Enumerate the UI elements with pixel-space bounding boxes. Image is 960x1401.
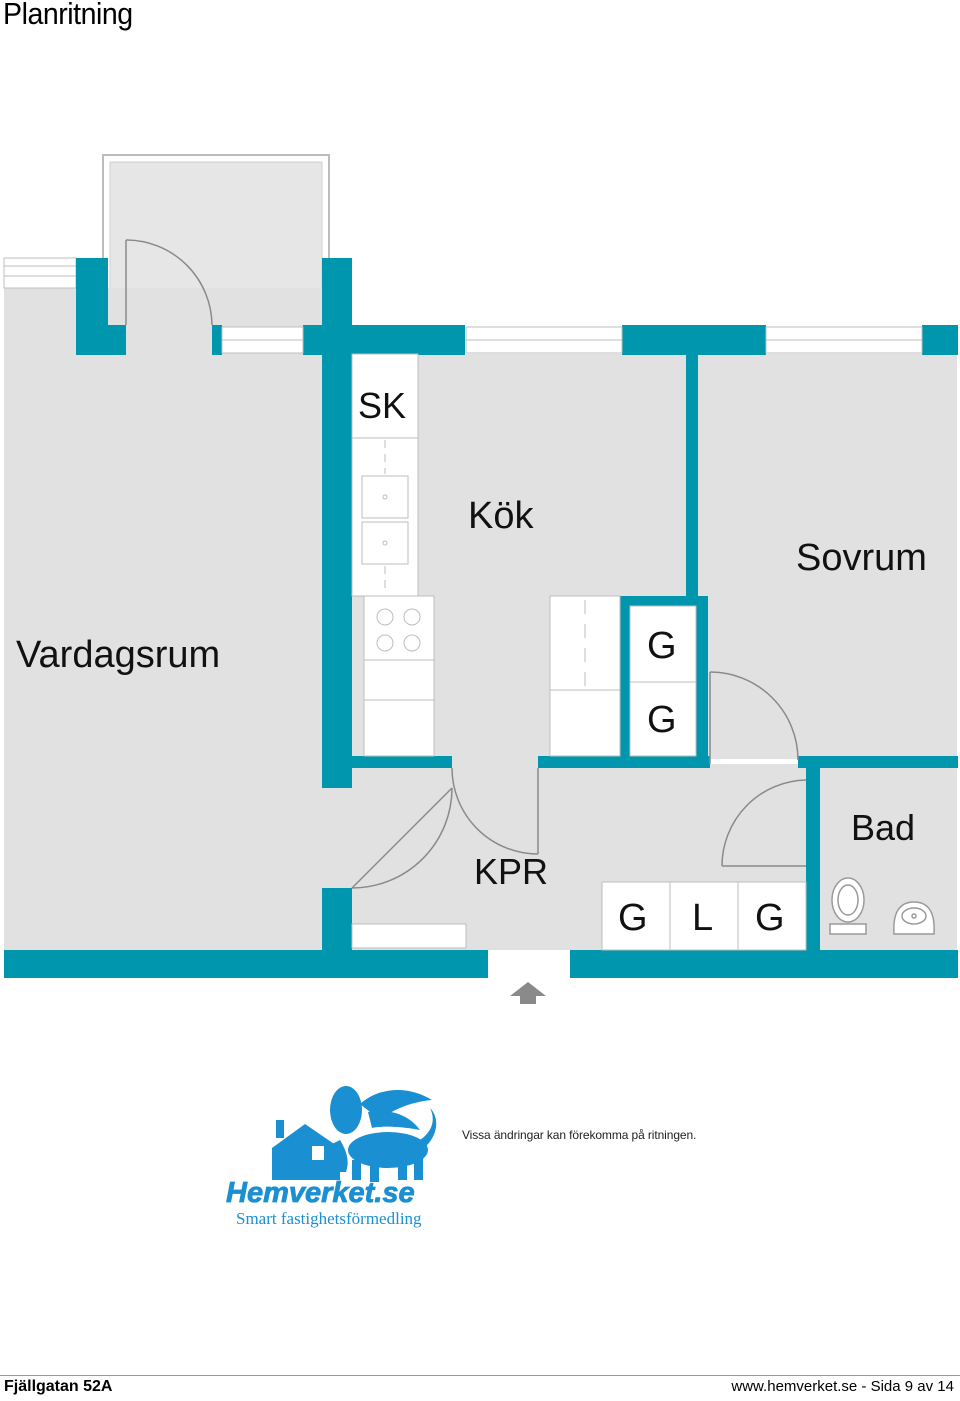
arrow-up-icon	[510, 982, 546, 1004]
hemverket-logo	[272, 1086, 437, 1182]
top-windows	[221, 326, 923, 354]
room-label-bad: Bad	[851, 807, 915, 848]
room-label-sovrum: Sovrum	[796, 537, 927, 579]
logo-wordmark: Hemverket.se	[226, 1177, 415, 1209]
toilet-icon	[829, 877, 867, 935]
closet-label-hall-3: G	[755, 897, 785, 939]
kitchen-closets	[629, 605, 697, 757]
room-label-kok: Kök	[468, 495, 534, 537]
lion-icon	[330, 1086, 437, 1182]
page-title: Planritning	[3, 0, 133, 31]
hall-shelf	[351, 923, 467, 949]
closet-label-kitchen-top: G	[647, 625, 677, 667]
footer-divider	[0, 1375, 960, 1376]
house-icon	[272, 1120, 340, 1180]
footer-address: Fjällgatan 52A	[4, 1378, 113, 1395]
closet-label-kitchen-bottom: G	[647, 699, 677, 741]
walls	[4, 258, 958, 978]
kitchen-counter	[351, 353, 621, 757]
disclaimer-notice: Vissa ändringar kan förekomma på ritning…	[462, 1128, 697, 1142]
room-label-sk: SK	[358, 385, 406, 426]
room-label-vardagsrum: Vardagsrum	[16, 634, 220, 676]
left-window-strip	[3, 257, 77, 289]
logo-tagline: Smart fastighetsförmedling	[236, 1209, 422, 1228]
closet-label-hall-1: G	[618, 897, 648, 939]
closet-label-hall-2: L	[692, 897, 713, 939]
room-label-kpr: KPR	[474, 851, 548, 892]
sink-icon	[893, 901, 935, 935]
hall-closets	[601, 881, 807, 951]
footer-page-info: www.hemverket.se - Sida 9 av 14	[731, 1378, 954, 1395]
door-swings	[125, 239, 807, 889]
